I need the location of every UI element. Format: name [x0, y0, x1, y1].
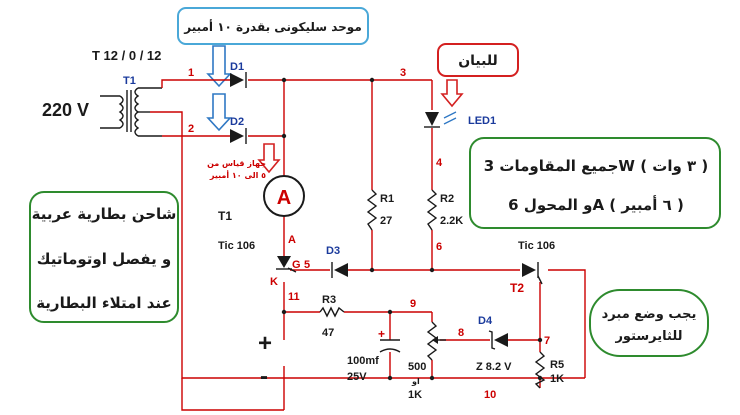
- thyristor-t1-cathode: K: [270, 276, 278, 288]
- led-label: LED1: [468, 115, 496, 127]
- meter-pointer-arrow-icon: [257, 143, 281, 174]
- resistor-r5: [534, 351, 546, 389]
- charger-callout-box: [29, 191, 179, 323]
- zener-value: Z 8.2 V: [476, 361, 512, 373]
- node-2: 2: [188, 123, 194, 135]
- charger-callout-line-2: و يفصل اوتوماتيك: [37, 250, 172, 268]
- thyristor-t2: [522, 262, 543, 285]
- resistors-callout-box: [469, 137, 721, 229]
- node-6: 6: [436, 241, 442, 253]
- pot-value: 500: [408, 361, 426, 373]
- resistor-r1: [366, 189, 378, 231]
- node-1: 1: [188, 67, 194, 79]
- node-9: 9: [410, 298, 416, 310]
- thyristor-t1-gate: G: [292, 259, 301, 271]
- led-icon: [424, 111, 457, 128]
- transformer-t1: [100, 87, 162, 137]
- thyristor-t1: [276, 256, 297, 273]
- diode-d2-label: D2: [230, 116, 244, 128]
- resistor-r2-name: R2: [440, 193, 454, 205]
- resistor-r5-name: R5: [550, 359, 564, 371]
- diode-d2: [230, 128, 247, 144]
- diode-d1-label: D1: [230, 61, 244, 73]
- resistor-r5-value: 1K: [550, 373, 564, 385]
- resistor-r2: [426, 189, 438, 231]
- diode-d1: [230, 72, 247, 88]
- cooler-callout-box: [589, 289, 709, 357]
- thyristor-t2-name: T2: [510, 281, 524, 295]
- zener-d4: [488, 330, 508, 350]
- node-7: 7: [544, 335, 550, 347]
- capacitor-polarity: +: [378, 327, 385, 341]
- pot-alt-value: 1K: [408, 389, 422, 401]
- thyristor-t1-part: Tic 106: [218, 240, 255, 252]
- meter-note-line-1: جهاز قياس من: [207, 159, 266, 169]
- charger-callout-line-1: شاحن بطارية عربية: [32, 205, 177, 223]
- charger-callout-line-3: عند امتلاء البطارية: [36, 294, 172, 312]
- capacitor: [379, 339, 401, 353]
- zener-name: D4: [478, 315, 493, 327]
- resistor-r3-name: R3: [322, 294, 336, 306]
- resistors-callout-line-1: جميع المقاومات 3W ( ٣ وات ): [484, 157, 709, 175]
- capacitor-voltage: 25V: [347, 371, 367, 383]
- thyristor-t2-part: Tic 106: [518, 240, 555, 252]
- node-10: 10: [484, 389, 496, 401]
- cooler-callout-line-1: يجب وضع مبرد: [602, 307, 697, 322]
- potentiometer: [426, 321, 446, 361]
- ammeter-symbol: A: [277, 187, 291, 209]
- diode-d3-label: D3: [326, 245, 340, 257]
- cooler-callout-line-2: للثايرستور: [614, 329, 682, 344]
- thyristor-t1-anode: A: [288, 234, 296, 246]
- junction-dots: [281, 77, 543, 381]
- resistor-r3-value: 47: [322, 327, 334, 339]
- d2-pointer-arrow-icon: [206, 93, 232, 132]
- ammeter-icon: [263, 175, 305, 217]
- node-11: 11: [288, 291, 300, 303]
- thyristor-t1-name: T1: [218, 209, 232, 223]
- mains-voltage-label: 220 V: [42, 100, 89, 120]
- battery-plus: +: [258, 330, 272, 357]
- resistor-r2-value: 2.2K: [440, 215, 463, 227]
- resistor-r1-value: 27: [380, 215, 392, 227]
- led-pointer-arrow-icon: [440, 79, 464, 108]
- meter-note-line-2: ٥ الى ١٠ أمبير: [209, 170, 266, 180]
- transformer-rating: T 12 / 0 / 12: [92, 48, 161, 63]
- pot-or: او: [411, 377, 420, 386]
- node-3: 3: [400, 67, 406, 79]
- node-4: 4: [436, 157, 443, 169]
- capacitor-value: 100mf: [347, 355, 379, 367]
- transformer-name: T1: [123, 75, 136, 87]
- indicator-callout-text: للبيان: [458, 53, 498, 69]
- indicator-callout-box: [437, 43, 519, 77]
- node-5: 5: [304, 259, 310, 271]
- node-8: 8: [458, 327, 464, 339]
- diode-d3: [331, 262, 348, 278]
- resistors-callout-line-2: و المحول 6A ( ٦ أمبير ): [508, 195, 684, 214]
- resistor-r3: [319, 306, 345, 318]
- resistor-r1-name: R1: [380, 193, 394, 205]
- rectifier-callout-text: موحد سليكونى بقدرة ١٠ أمبير: [183, 19, 362, 35]
- rectifier-callout-box: [177, 7, 369, 45]
- battery-minus: -: [260, 363, 268, 390]
